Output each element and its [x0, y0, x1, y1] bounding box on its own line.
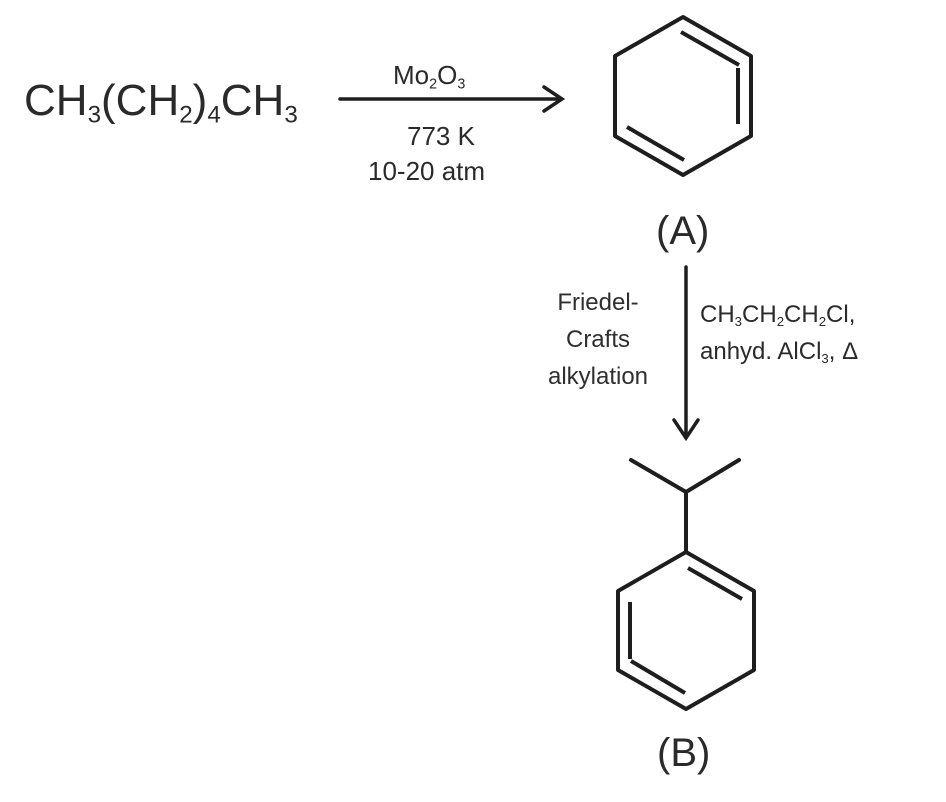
pressure-label: 10-20 atm: [368, 156, 486, 186]
reagent-line-1: CH3CH2CH2Cl,: [700, 301, 856, 330]
reaction-arrow-2: [672, 265, 700, 442]
reaction-name-line: Crafts: [565, 326, 630, 353]
product-b-label: (B): [657, 731, 711, 775]
isopropyl-group: [629, 458, 741, 554]
reaction-name-label: Friedel- Crafts alkylation: [520, 284, 676, 395]
catalyst-label: Mo2O3: [393, 60, 466, 93]
benzene-ring-b: [616, 550, 756, 711]
reaction-name-line: Friedel-: [557, 289, 639, 316]
reagents-label: CH3CH2CH2Cl, anhyd. AlCl3, Δ: [700, 296, 858, 370]
reaction-arrow-1: [338, 85, 566, 113]
product-a-label: (A): [656, 209, 710, 253]
reactant-formula: CH3(CH2)4CH3: [24, 76, 298, 129]
temperature-label: 773 K: [407, 121, 475, 151]
benzene-ring-a: [613, 15, 753, 177]
reagent-line-2: anhyd. AlCl3, Δ: [700, 338, 859, 367]
reaction-name-line: alkylation: [547, 363, 649, 390]
